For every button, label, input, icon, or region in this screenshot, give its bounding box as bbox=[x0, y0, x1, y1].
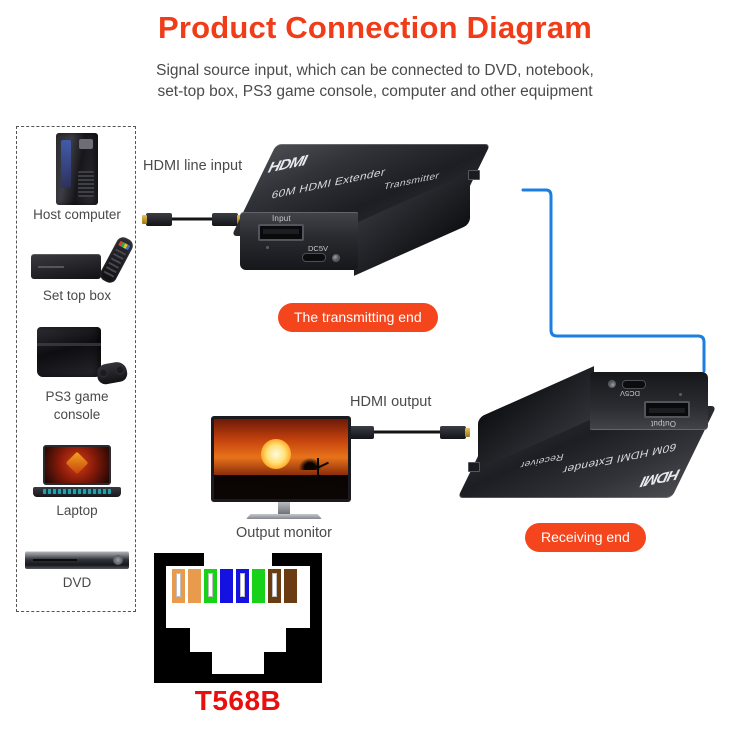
rj45-pin-1 bbox=[172, 569, 185, 603]
laptop-icon bbox=[31, 445, 123, 501]
page-subtitle: Signal source input, which can be connec… bbox=[75, 60, 675, 102]
receiver-indicator-dot bbox=[679, 393, 682, 396]
source-item-laptop: Laptop bbox=[17, 445, 137, 519]
rj45-top-notch bbox=[204, 553, 272, 566]
rj45-pin-8 bbox=[284, 569, 297, 603]
transmitter-led bbox=[332, 254, 340, 262]
monitor-stand bbox=[278, 502, 290, 514]
subtitle-line-1: Signal source input, which can be connec… bbox=[156, 62, 594, 79]
receiver-power-port bbox=[622, 380, 646, 389]
source-label-line2: console bbox=[53, 406, 101, 422]
monitor-bezel bbox=[211, 416, 351, 502]
rj45-pin-row bbox=[172, 569, 297, 603]
transmitting-end-badge: The transmitting end bbox=[278, 303, 438, 332]
page-title: Product Connection Diagram bbox=[157, 10, 593, 45]
rj45-pin-stripe bbox=[272, 573, 277, 597]
rj45-body bbox=[166, 566, 310, 628]
monitor-screen bbox=[214, 419, 348, 499]
receiver-power-label: DC5V bbox=[619, 389, 640, 398]
source-devices-panel: Host computer Set top box PS3 game conso… bbox=[16, 126, 136, 612]
tree-graphic bbox=[316, 458, 319, 479]
source-item-host-computer: Host computer bbox=[17, 133, 137, 223]
rj45-pin-4 bbox=[220, 569, 233, 603]
rj45-pin-6 bbox=[252, 569, 265, 603]
rj45-connector-diagram: T568B bbox=[154, 553, 322, 716]
rj45-pin-stripe bbox=[176, 573, 181, 597]
monitor-foot bbox=[246, 514, 322, 519]
source-label: DVD bbox=[62, 575, 92, 590]
receiver-hdmi-port bbox=[644, 401, 690, 418]
hdmi-output-label: HDMI output bbox=[350, 394, 432, 410]
rj45-latch-upper bbox=[190, 628, 286, 652]
rj45-pin-2 bbox=[188, 569, 201, 603]
hdmi-connector-source bbox=[142, 213, 172, 226]
hdmi-connector-receiver bbox=[440, 426, 470, 439]
receiving-end-badge: Receiving end bbox=[525, 523, 646, 552]
lan-cable bbox=[521, 188, 706, 373]
transmitter-hdmi-port bbox=[258, 224, 304, 241]
rj45-pin-5 bbox=[236, 569, 249, 603]
set-top-box-icon bbox=[27, 234, 136, 286]
receiver-device: HDMI 60M HDMI Extender Receiver Output D… bbox=[457, 352, 717, 502]
desktop-tower-icon bbox=[17, 133, 137, 205]
source-item-set-top-box: Set top box bbox=[17, 234, 137, 304]
transmitter-power-label: DC5V bbox=[308, 244, 329, 253]
subtitle-line-2: set-top box, PS3 game console, computer … bbox=[157, 83, 593, 100]
transmitter-device: HDMI 60M HDMI Extender Transmitter Input… bbox=[231, 140, 491, 290]
source-label: Laptop bbox=[56, 503, 98, 518]
transmitter-power-port bbox=[302, 253, 326, 262]
output-monitor: Output monitor bbox=[211, 416, 357, 541]
rj45-pin-3 bbox=[204, 569, 217, 603]
source-label: Set top box bbox=[42, 288, 112, 303]
source-item-dvd: DVD bbox=[17, 547, 137, 591]
transmitter-lan-jack bbox=[468, 170, 480, 180]
transmitter-indicator-dot bbox=[266, 246, 269, 249]
source-item-ps3: PS3 game console bbox=[17, 325, 137, 422]
rj45-pin-stripe bbox=[240, 573, 245, 597]
rj45-pin-7 bbox=[268, 569, 281, 603]
dvd-player-icon bbox=[25, 547, 129, 573]
receiver-port-label: Output bbox=[650, 419, 676, 428]
sun-graphic bbox=[260, 439, 291, 470]
hills-graphic bbox=[214, 475, 348, 499]
rj45-latch-lower bbox=[212, 652, 264, 674]
transmitter-port-label: Input bbox=[272, 214, 291, 223]
game-console-icon bbox=[25, 325, 129, 387]
rj45-pin-stripe bbox=[208, 573, 213, 597]
transmitter-front-panel bbox=[240, 212, 358, 270]
hdmi-connector-transmitter bbox=[212, 213, 242, 226]
source-label: Host computer bbox=[33, 207, 121, 222]
receiver-lan-jack bbox=[468, 462, 480, 472]
receiver-led bbox=[608, 380, 616, 388]
t568b-label: T568B bbox=[194, 685, 282, 716]
source-label: PS3 game bbox=[45, 389, 109, 404]
hdmi-input-label: HDMI line input bbox=[143, 158, 243, 174]
monitor-label: Output monitor bbox=[236, 525, 332, 541]
